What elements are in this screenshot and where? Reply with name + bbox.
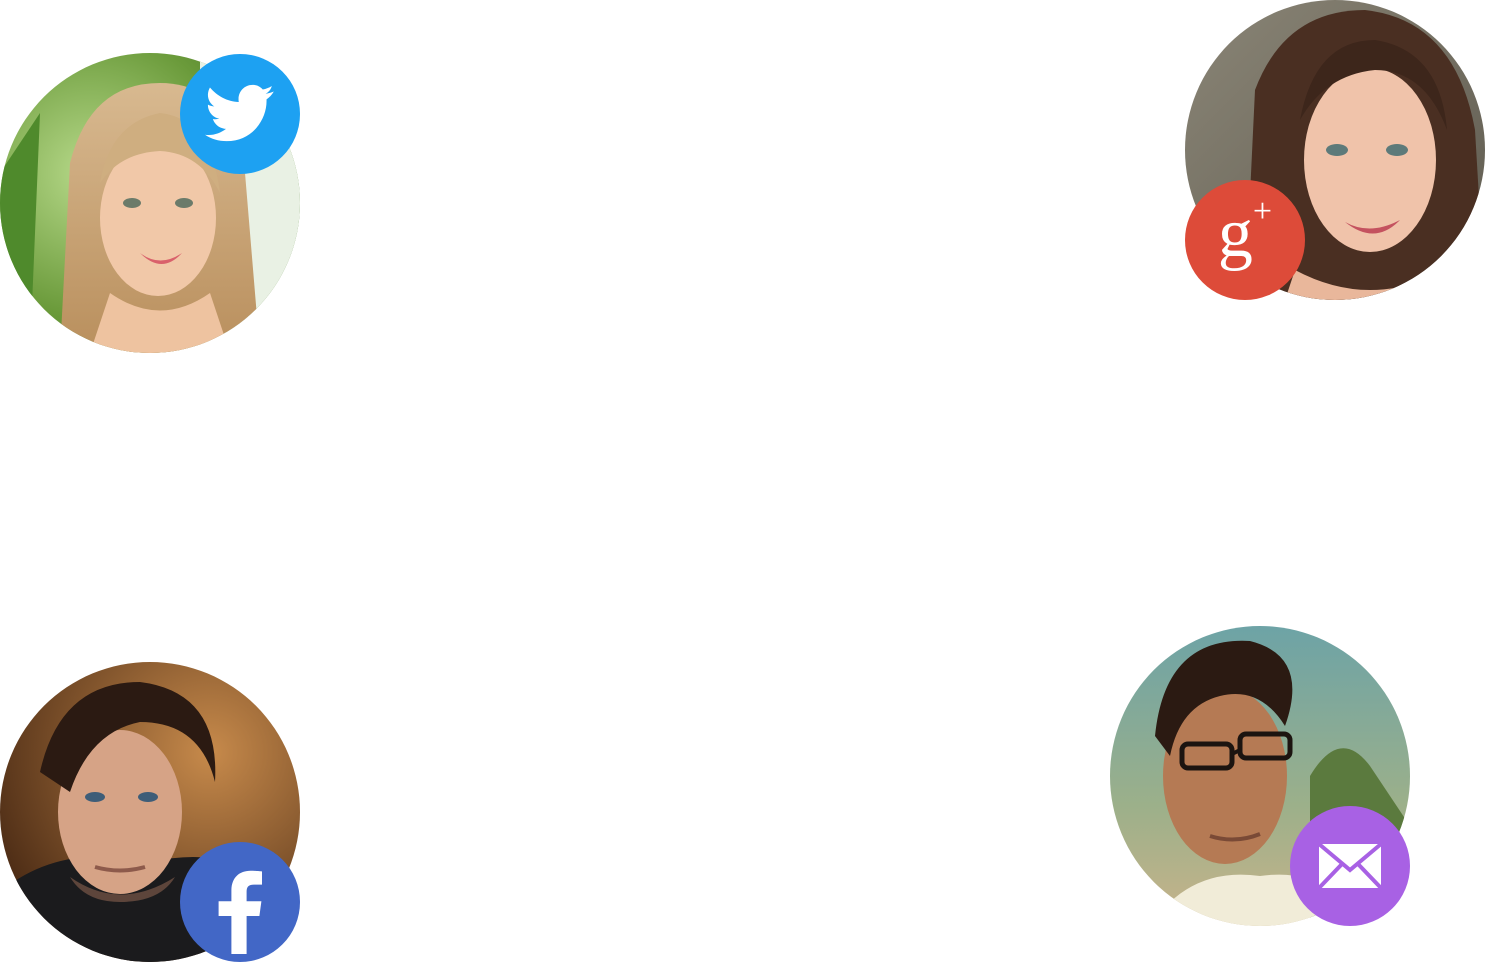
twitter-contact (0, 53, 300, 353)
twitter-badge[interactable] (180, 54, 300, 174)
facebook-badge[interactable] (180, 842, 300, 962)
avatar-image (1185, 0, 1485, 300)
google-plus-contact: g+ (1185, 0, 1485, 300)
google-plus-badge[interactable]: g+ (1185, 180, 1305, 300)
twitter-bird-icon (205, 84, 274, 142)
facebook-contact (0, 662, 300, 962)
google-plus-sign: + (1252, 192, 1273, 230)
google-plus-letter: g (1217, 195, 1253, 272)
facebook-f-icon (218, 870, 262, 954)
mail-badge[interactable] (1290, 806, 1410, 926)
google-plus-icon: g+ (1218, 194, 1272, 269)
avatar-brunette-woman[interactable] (1185, 0, 1485, 300)
envelope-icon (1317, 842, 1383, 890)
mail-contact (1110, 626, 1410, 926)
